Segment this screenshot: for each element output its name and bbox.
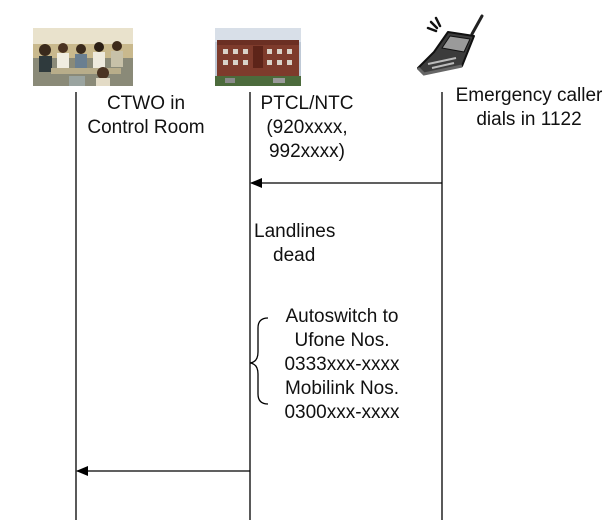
- note-landlines: Landlines dead: [254, 220, 335, 268]
- actor-ptcl-line3: 992xxxx): [268, 141, 346, 162]
- actor-ctwo-line2: Control Room: [87, 117, 205, 138]
- note-autoswitch-line5: 0300xxx-xxxx: [284, 402, 400, 423]
- actor-label-caller: Emergency caller dials in 1122: [446, 84, 612, 132]
- building-photo: [215, 28, 301, 86]
- note-autoswitch-line2: Ufone Nos.: [294, 330, 390, 351]
- note-autoswitch-line3: 0333xxx-xxxx: [284, 354, 400, 375]
- actor-caller-line2: dials in 1122: [476, 109, 582, 130]
- mobile-phone-icon: [416, 14, 484, 76]
- actor-ptcl-line2: (920xxxx,: [266, 117, 348, 138]
- note-autoswitch: Autoswitch to Ufone Nos. 0333xxx-xxxx Mo…: [270, 305, 414, 425]
- actor-caller-line1: Emergency caller: [455, 85, 603, 106]
- note-landlines-line1: Landlines: [254, 221, 336, 242]
- note-landlines-line2: dead: [273, 245, 316, 266]
- actor-ptcl-line1: PTCL/NTC: [260, 93, 354, 114]
- actor-label-ctwo: CTWO in Control Room: [70, 92, 222, 140]
- actor-ctwo-line1: CTWO in: [106, 93, 186, 114]
- note-autoswitch-line4: Mobilink Nos.: [284, 378, 400, 399]
- actor-label-ptcl: PTCL/NTC (920xxxx, 992xxxx): [252, 92, 362, 164]
- note-autoswitch-line1: Autoswitch to: [285, 306, 399, 327]
- control-room-photo: [33, 28, 133, 86]
- autoswitch-brace: [249, 317, 269, 405]
